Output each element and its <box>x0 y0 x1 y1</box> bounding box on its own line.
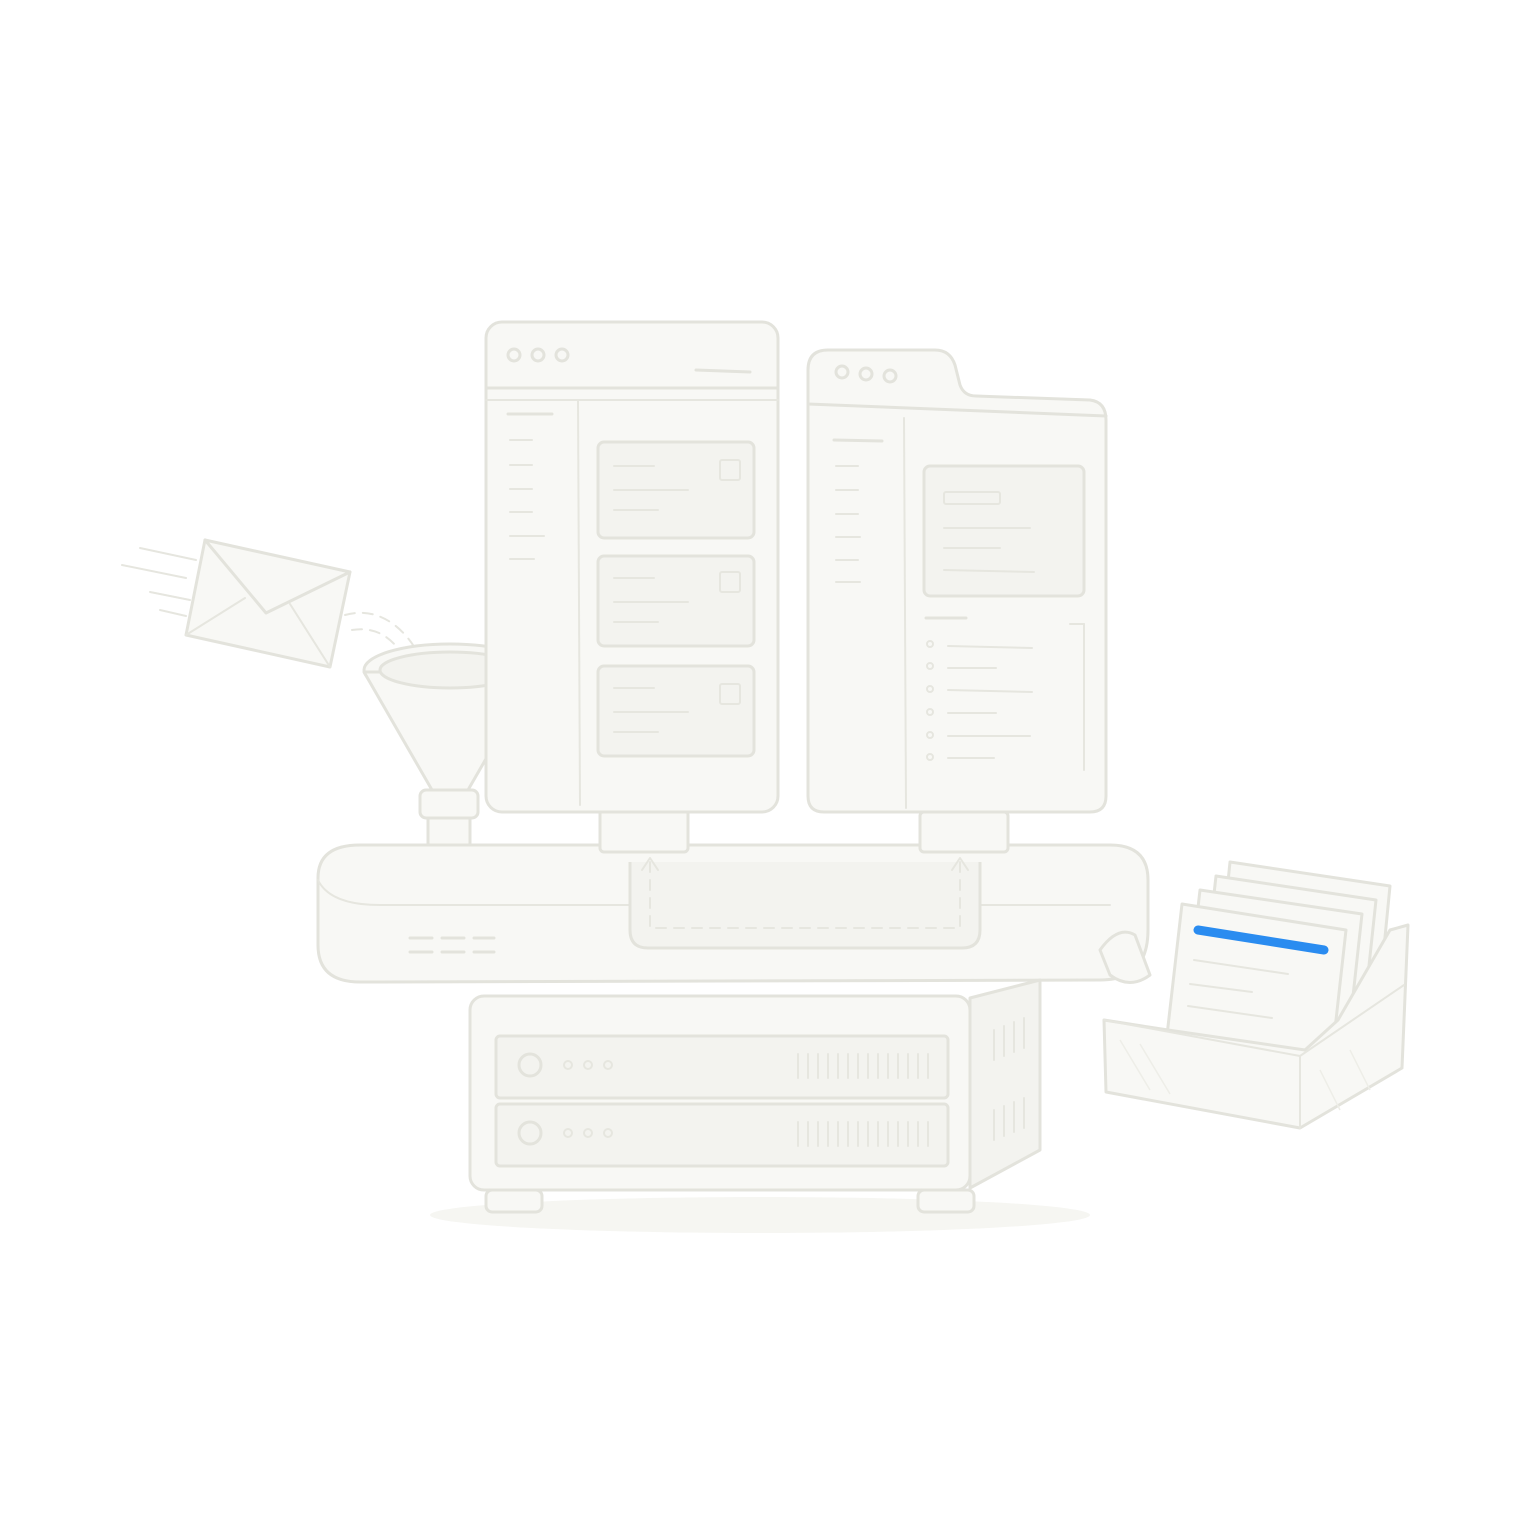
tray-connector <box>1098 930 1152 984</box>
server-unit <box>494 1102 950 1168</box>
window-dot-icon <box>834 364 850 380</box>
window-dot-icon <box>554 347 570 363</box>
app-window <box>484 320 780 854</box>
base-platform <box>316 843 1150 984</box>
window-dot-icon <box>882 368 898 384</box>
detail-card <box>922 464 1086 598</box>
envelope-icon <box>121 538 352 669</box>
envelope-trail-2 <box>351 628 411 671</box>
server-rack <box>468 978 1042 1214</box>
document-tray <box>1102 860 1410 1130</box>
folder-window <box>806 348 1108 854</box>
server-unit <box>494 1034 950 1100</box>
window-dot-icon <box>506 347 522 363</box>
highlight-bar <box>1193 925 1329 955</box>
window-dot-icon <box>858 366 874 382</box>
window-dot-icon <box>530 347 546 363</box>
